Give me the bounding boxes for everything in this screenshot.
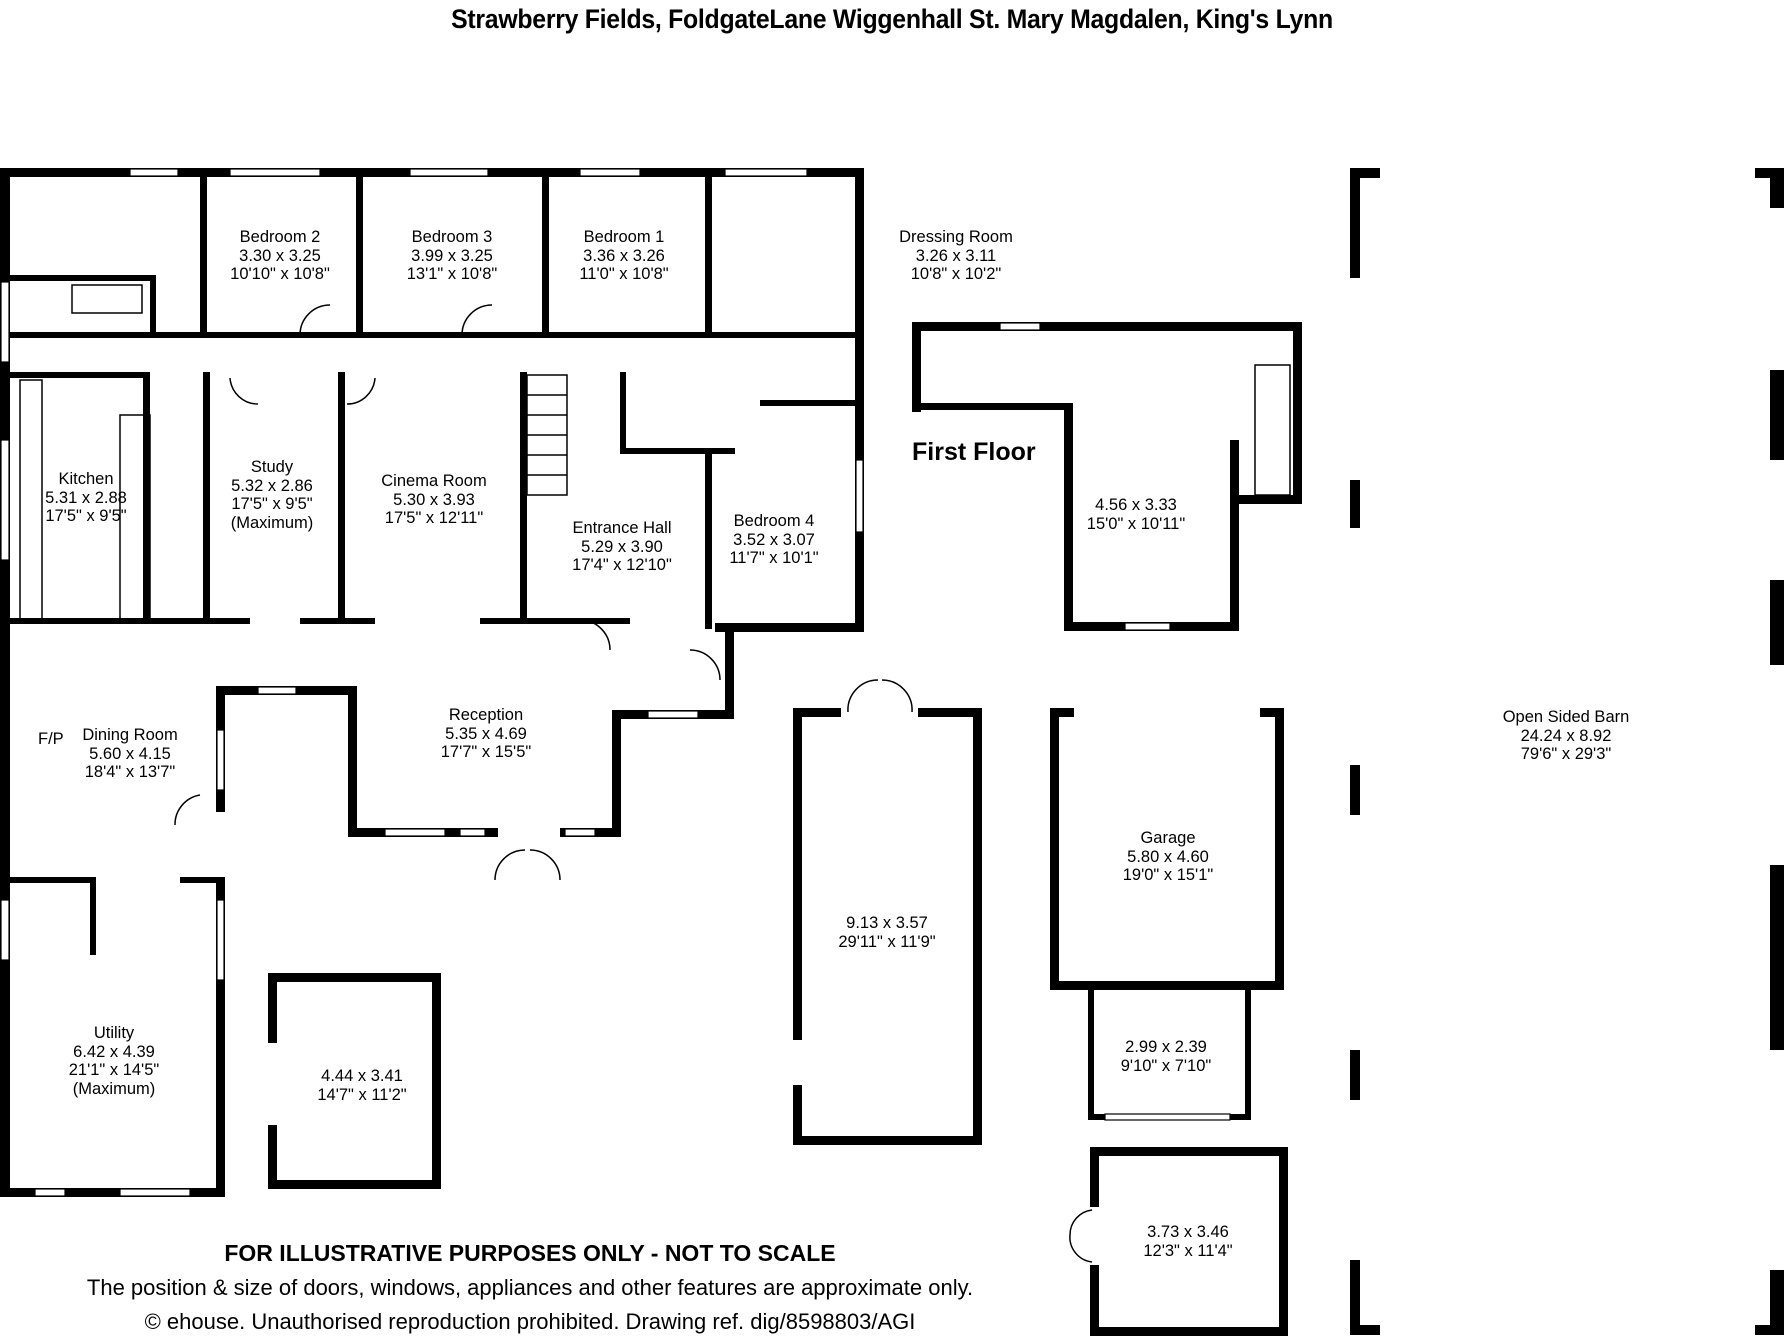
disclaimer-note: The position & size of doors, windows, a… [86, 1275, 974, 1300]
outbuilding-b-walls [793, 679, 982, 1145]
outbuilding-c-walls [1069, 1147, 1288, 1336]
fireplace-label: F/P [38, 730, 64, 748]
first-floor-walls [912, 322, 1302, 631]
copyright-note: © ehouse. Unauthorised reproduction proh… [144, 1309, 916, 1334]
outbuilding-a-walls [268, 973, 441, 1189]
plan-title: Strawberry Fields, FoldgateLane Wiggenha… [451, 4, 1333, 34]
open-sided-barn-walls [1350, 168, 1784, 1335]
doors-and-stairs [19, 284, 721, 881]
disclaimer-heading: FOR ILLUSTRATIVE PURPOSES ONLY - NOT TO … [224, 1240, 836, 1266]
first-floor-label: First Floor [912, 438, 1036, 466]
garage-walls [1050, 708, 1284, 1121]
windows [0, 168, 864, 1197]
